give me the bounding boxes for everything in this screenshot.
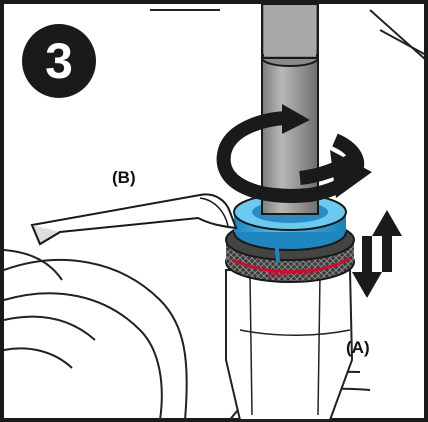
brand-text: PARK TOOL — [268, 266, 321, 280]
label-b: (B) — [112, 168, 136, 187]
rotation-arrow-icon — [216, 104, 372, 203]
up-down-arrows-icon — [352, 210, 402, 298]
tool-handle-icon — [30, 193, 238, 246]
step-number-badge: 3 — [22, 24, 96, 98]
label-a: (A) — [346, 338, 370, 357]
head-tube — [225, 269, 354, 421]
